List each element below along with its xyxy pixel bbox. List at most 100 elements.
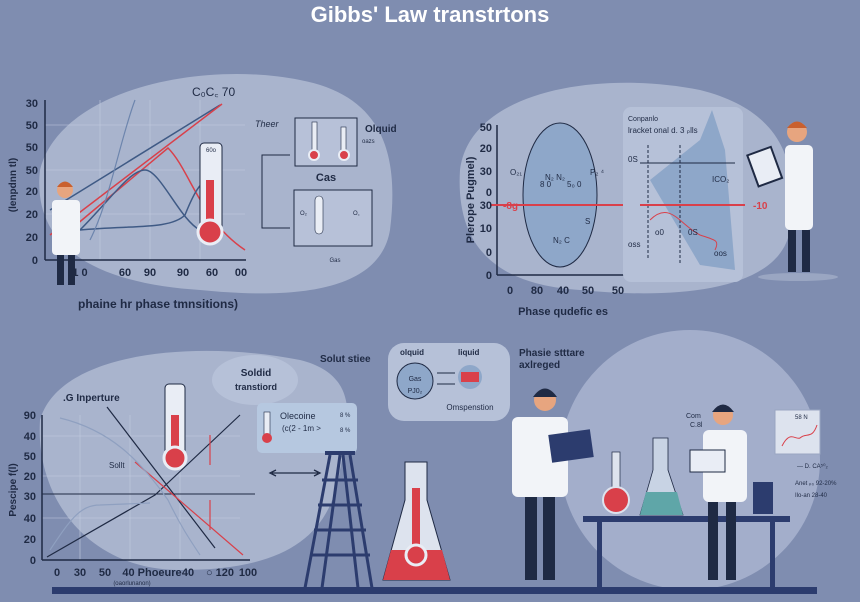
y-tick: 30 xyxy=(480,200,492,212)
chart-title: C₀C꜀ 70 xyxy=(192,85,235,99)
thermometer-label: 60o xyxy=(206,148,217,154)
inset-label: oss xyxy=(628,240,640,249)
round-flask-icon xyxy=(602,451,630,514)
inset-label: 0S xyxy=(628,155,638,164)
x-tick: 0 xyxy=(54,567,60,579)
box-label: Olquid xyxy=(365,124,397,135)
left-marker: -8g xyxy=(503,201,518,212)
x-tick: 60 xyxy=(206,267,218,279)
scientist-figure xyxy=(52,181,80,285)
y-tick: 0 xyxy=(32,255,38,267)
right-marker: -10 xyxy=(753,201,768,212)
x-axis-label: phaine hr phase tmnsitions) xyxy=(78,297,238,311)
inset-label: oos xyxy=(714,249,727,258)
annotation: 8 0 xyxy=(540,180,552,189)
y-axis-label: (lenpdnn tl) xyxy=(8,158,19,212)
y-tick: 0 xyxy=(486,270,492,282)
x-tick: 40 Phoeure xyxy=(122,567,181,579)
y-tick: 90 xyxy=(24,410,36,422)
y-tick: 50 xyxy=(480,122,492,134)
state-label: liquid xyxy=(458,348,479,357)
double-arrow-icon xyxy=(268,469,322,477)
y-tick: 0 xyxy=(486,247,492,259)
x-tick: 80 xyxy=(531,285,543,297)
state-label: Gas xyxy=(409,376,422,383)
x-tick: 50 xyxy=(612,285,624,297)
inset-label: o0 xyxy=(655,228,664,237)
x-tick: 40 xyxy=(182,567,194,579)
y-axis-label: Pescipe f(l) xyxy=(8,463,19,516)
flask-icon xyxy=(382,461,451,581)
side-label: Theer xyxy=(255,119,280,129)
info-card: Olecoine (c(2 - 1m > 8 % 8 % xyxy=(257,403,357,453)
y-tick: 20 xyxy=(26,232,38,244)
y-tick: 50 xyxy=(24,451,36,463)
y-tick: 50 xyxy=(26,120,38,132)
inset-label: ICO₂ xyxy=(712,175,729,184)
laptop-icon xyxy=(548,429,594,463)
gas-diagram-box: O₂ O꜀ Gas xyxy=(293,189,373,264)
lab-instrument xyxy=(753,482,773,514)
x-tick: ○ 120 xyxy=(206,567,234,579)
annotation: O₂₁ xyxy=(510,168,522,177)
y-tick: 30 xyxy=(26,98,38,110)
tablet-icon xyxy=(689,449,726,473)
chart-bottom-left: .G Inperture Pescipe f(l) 90 40 50 20 30… xyxy=(8,393,257,587)
y-tick: 20 xyxy=(26,186,38,198)
x-tick: 40 xyxy=(557,285,569,297)
y-tick: 0 xyxy=(30,555,36,567)
thermometer-icon xyxy=(162,383,188,471)
y-tick: 30 xyxy=(480,166,492,178)
page-title: Gibbs' Law transtrtons xyxy=(311,2,550,27)
bubble-line: Soldid xyxy=(241,368,272,379)
box-sublabel: oazs xyxy=(362,139,375,145)
annotation: 5₀ 0 xyxy=(567,180,582,189)
x-tick: 50 xyxy=(582,285,594,297)
x-tick: 90 xyxy=(144,267,156,279)
annotation: P₂ ⁴ xyxy=(590,168,605,177)
x-tick: 90 xyxy=(177,267,189,279)
x-tick: 0 xyxy=(507,285,513,297)
y-tick: 20 xyxy=(480,143,492,155)
formula-line: Ilo-an 28-40 xyxy=(795,493,828,499)
x-ticks: 1 0 60 90 90 60 00 xyxy=(72,267,247,279)
y-tick: 50 xyxy=(26,165,38,177)
y-tick: 40 xyxy=(24,431,36,443)
y-tick: 0 xyxy=(486,187,492,199)
annotation: N₂ C xyxy=(553,236,570,245)
x-tick: 60 xyxy=(119,267,131,279)
y-tick: 20 xyxy=(24,534,36,546)
curve-label: Sollt xyxy=(109,461,125,470)
lab-note: Com xyxy=(686,413,701,420)
mini-chart: 58 N xyxy=(774,409,821,455)
inset-title: Conpanlo xyxy=(628,116,658,123)
states-bubble: olquid liquid Gas PJ0₂ Omspenstion xyxy=(388,343,510,421)
chart-top-right: Plerope Pugmel) 50 20 30 0 30 10 0 0 0 8… xyxy=(465,122,630,318)
y-tick: 20 xyxy=(24,471,36,483)
card-subtitle: (c(2 - 1m > xyxy=(282,424,321,433)
box-label-right: O꜀ xyxy=(353,211,360,217)
scientist-figure xyxy=(746,121,838,281)
state-label: Omspenstion xyxy=(446,403,493,412)
chart-top-left: C₀C꜀ 70 (lenpdnn tl) 30 50 50 50 20 20 2… xyxy=(8,85,247,311)
y-ticks: 30 50 50 50 20 20 20 0 xyxy=(26,98,38,267)
thermometer-icon: 60o xyxy=(196,142,224,246)
speech-bubble: Soldid transtiord xyxy=(212,355,298,405)
box-label-left: O₂ xyxy=(300,211,308,217)
inset-panel: Conpanlo lracket onal d. 3 ₚlls 0S ICO₂ … xyxy=(623,107,745,282)
annotation: S xyxy=(585,217,590,226)
scientist-figure xyxy=(689,404,747,580)
background-blob-bottom-left xyxy=(39,350,348,570)
state-label: PJ0₂ xyxy=(408,388,423,395)
box-caption: Cas xyxy=(316,172,336,184)
card-title: Olecoine xyxy=(280,411,316,421)
box-caption: Gas xyxy=(329,258,340,264)
state-label: olquid xyxy=(400,348,424,357)
x-tick: 1 0 xyxy=(72,267,87,279)
inset-subtitle: lracket onal d. 3 ₚlls xyxy=(628,126,698,135)
y-tick: 50 xyxy=(26,142,38,154)
chart-title: .G Inperture xyxy=(63,393,120,404)
states-title: Solut stiee xyxy=(320,354,371,365)
y-axis-label: Plerope Pugmel) xyxy=(465,156,477,243)
